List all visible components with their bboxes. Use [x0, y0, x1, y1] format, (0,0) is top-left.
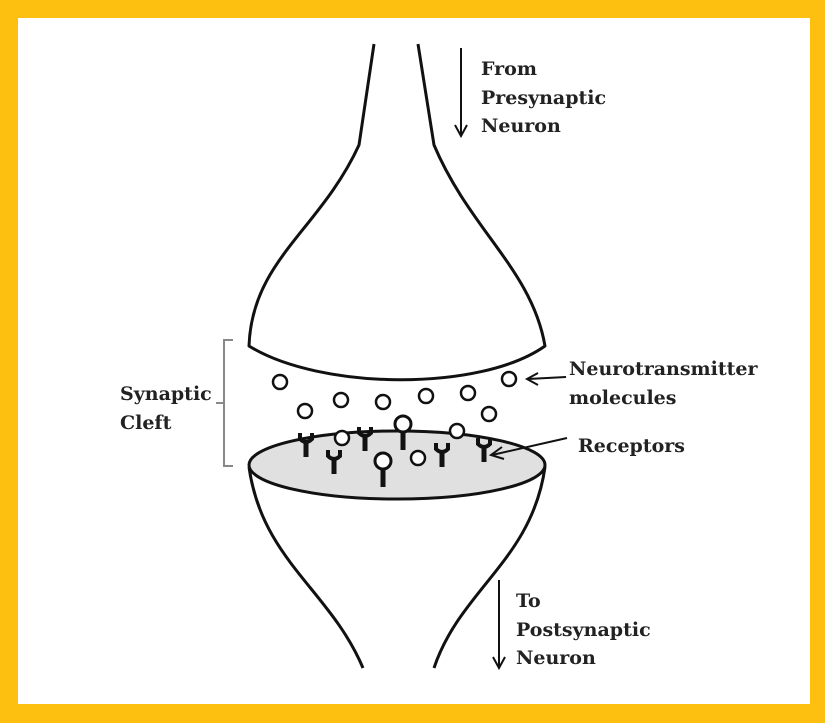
label-line: Postsynaptic	[516, 619, 651, 641]
label-line: To	[516, 590, 541, 612]
label-line: From	[481, 58, 537, 80]
neurotransmitter-molecule	[296, 402, 314, 420]
receptor	[476, 438, 492, 462]
bound-receptor	[393, 414, 413, 450]
label-line: Receptors	[578, 435, 685, 457]
presynaptic-terminal	[247, 43, 547, 382]
label-line: Neurotransmitter	[569, 358, 759, 380]
neurotransmitter-molecule	[500, 370, 518, 388]
receptor	[434, 443, 450, 467]
receptor-group	[298, 414, 492, 487]
neurotransmitter-molecule	[409, 449, 427, 467]
arrow-receptors-pointer	[488, 437, 568, 460]
label-line: Neuron	[516, 647, 596, 669]
label-line: Synaptic	[120, 383, 212, 405]
synapse-diagram: From Presynaptic Neuron Synaptic Cleft N…	[120, 43, 764, 671]
neurotransmitter-molecule	[374, 393, 392, 411]
synaptic-cleft-bracket	[216, 339, 233, 467]
label-line: molecules	[569, 387, 676, 409]
arrow-from-presynaptic	[454, 48, 468, 139]
arrow-to-postsynaptic	[492, 580, 506, 671]
arrow-neurotransmitter-pointer	[524, 372, 567, 386]
neurotransmitter-molecule	[459, 384, 477, 402]
label-neurotransmitter-molecules: Neurotransmitter molecules	[569, 358, 764, 409]
neurotransmitter-molecule	[417, 387, 435, 405]
receptor	[326, 450, 342, 474]
label-line: Neuron	[481, 115, 561, 137]
neurotransmitter-molecule	[332, 391, 350, 409]
neurotransmitter-molecule	[448, 422, 466, 440]
diagram-canvas: From Presynaptic Neuron Synaptic Cleft N…	[18, 18, 810, 704]
neurotransmitter-molecules	[271, 370, 518, 467]
label-synaptic-cleft: Synaptic Cleft	[120, 383, 218, 434]
postsynaptic-body	[247, 466, 547, 669]
label-to-postsynaptic: To Postsynaptic Neuron	[516, 590, 657, 669]
neurotransmitter-molecule	[271, 373, 289, 391]
receptor	[298, 433, 314, 457]
label-line: Presynaptic	[481, 87, 606, 109]
label-from-presynaptic: From Presynaptic Neuron	[481, 58, 613, 137]
neurotransmitter-molecule	[333, 429, 351, 447]
neurotransmitter-molecule	[480, 405, 498, 423]
postsynaptic-membrane	[247, 429, 547, 501]
label-receptors: Receptors	[578, 435, 685, 457]
receptor	[357, 427, 373, 451]
label-line: Cleft	[120, 412, 172, 434]
bound-receptor	[373, 451, 393, 487]
